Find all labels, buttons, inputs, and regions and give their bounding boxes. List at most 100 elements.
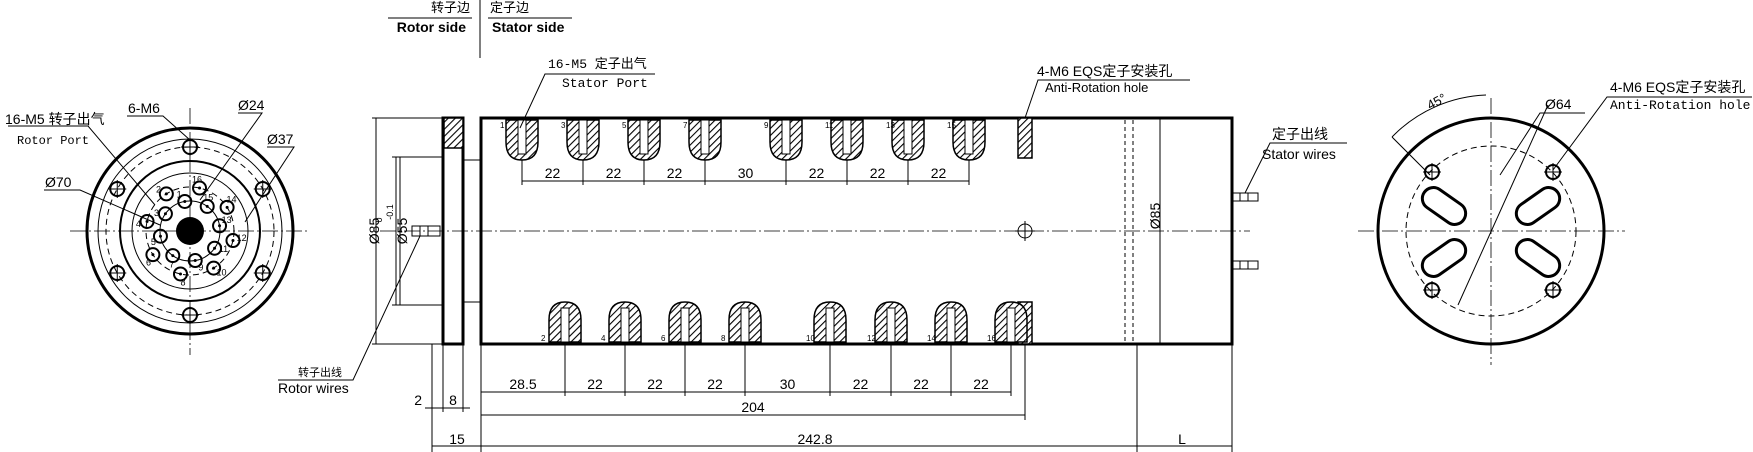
bolt-hole bbox=[181, 138, 199, 156]
stator-port-number: 8 bbox=[721, 334, 726, 343]
bolt-hole bbox=[253, 264, 272, 282]
right-anti-rotation-en: Anti-Rotation hole bbox=[1610, 98, 1750, 113]
rotor-port-number: 16 bbox=[192, 174, 202, 184]
stator-port bbox=[728, 301, 762, 343]
rotor-port-hole: 6 bbox=[145, 247, 161, 268]
kidney-slot bbox=[1420, 238, 1468, 278]
rotor-port-cn: 16-M5 转子出气 bbox=[5, 111, 105, 127]
dia-70-label: Ø70 bbox=[45, 174, 72, 190]
rotor-port-hole: 16 bbox=[192, 174, 208, 196]
rotor-port-hole: 10 bbox=[206, 260, 227, 277]
stator-port bbox=[627, 119, 661, 161]
stator-port bbox=[994, 301, 1028, 343]
bottom-spacing-label: 22 bbox=[587, 376, 603, 392]
stator-side-cn: 定子边 bbox=[490, 0, 529, 15]
rotor-port-hole: 5 bbox=[151, 228, 168, 247]
rotor-port-number: 4 bbox=[136, 219, 141, 229]
stator-port-number: 9 bbox=[764, 121, 769, 130]
rotor-port-number: 10 bbox=[217, 267, 227, 277]
rotor-port-number: 5 bbox=[151, 237, 156, 247]
center-bore bbox=[176, 217, 204, 245]
rotor-port-number: 12 bbox=[237, 233, 247, 243]
bottom-spacing-label: 22 bbox=[647, 376, 663, 392]
top-spacing-label: 22 bbox=[931, 165, 947, 181]
dia-55-tol-upper: 0 bbox=[374, 217, 384, 222]
kidney-slot bbox=[1514, 238, 1562, 278]
anti-rotation-en: Anti-Rotation hole bbox=[1045, 80, 1148, 95]
rotor-port-number: 3 bbox=[154, 208, 159, 218]
stator-port-number: 12 bbox=[867, 334, 876, 343]
top-spacing-label: 22 bbox=[545, 165, 561, 181]
stator-wires-cn: 定子出线 bbox=[1272, 126, 1328, 142]
dim-8: 8 bbox=[449, 392, 457, 408]
kidney-slot bbox=[1420, 186, 1468, 226]
bottom-spacing-label: 28.5 bbox=[509, 376, 536, 392]
rotor-port-hole: 8 bbox=[172, 266, 188, 288]
top-spacing-label: 22 bbox=[870, 165, 886, 181]
dia-64-label: Ø64 bbox=[1545, 96, 1572, 112]
dim-15: 15 bbox=[449, 431, 465, 447]
stator-port-en: Stator Port bbox=[562, 76, 648, 91]
anti-rotation-hole bbox=[1544, 163, 1562, 181]
rotor-port-number: 2 bbox=[156, 185, 161, 195]
stator-port-number: 3 bbox=[561, 121, 566, 130]
anti-rotation-cn: 4-M6 EQS定子安装孔 bbox=[1037, 63, 1172, 79]
bottom-spacing-label: 22 bbox=[707, 376, 723, 392]
stator-port bbox=[688, 119, 722, 161]
rotor-port-hole: 14 bbox=[219, 194, 236, 215]
header-labels: 转子边 Rotor side 定子边 Stator side bbox=[388, 0, 572, 58]
stator-port bbox=[813, 301, 847, 343]
stator-port-number: 14 bbox=[927, 334, 936, 343]
dim-242-8: 242.8 bbox=[797, 431, 832, 447]
rotor-port-number: 1 bbox=[177, 189, 182, 199]
dia-37-label: Ø37 bbox=[267, 131, 294, 147]
bottom-spacing-label: 22 bbox=[853, 376, 869, 392]
top-spacing-label: 22 bbox=[606, 165, 622, 181]
right-body-circle bbox=[1376, 116, 1606, 346]
rotor-port-number: 13 bbox=[222, 215, 232, 225]
rotor-port-hole: 11 bbox=[207, 240, 228, 256]
top-spacing-label: 22 bbox=[667, 165, 683, 181]
rotor-port-hole: 13 bbox=[212, 215, 232, 234]
right-end-view: 45° Ø64 4-M6 EQS定子安装孔 Anti-Rotation hole bbox=[1358, 79, 1752, 365]
dim-L: L bbox=[1178, 431, 1186, 447]
stator-port bbox=[505, 119, 539, 161]
dia-55: Ø55 bbox=[394, 218, 410, 245]
right-slots bbox=[1420, 186, 1562, 278]
stator-port bbox=[891, 119, 925, 161]
rotor-port-number: 14 bbox=[226, 194, 236, 204]
stator-wires-en: Stator wires bbox=[1262, 146, 1336, 162]
anti-rotation-hole bbox=[1423, 281, 1441, 299]
stator-port-number: 6 bbox=[661, 334, 666, 343]
rotor-port-hole: 4 bbox=[136, 213, 155, 229]
stator-port bbox=[934, 301, 968, 343]
rotor-port-hole: 2 bbox=[156, 185, 174, 202]
bolt-label: 6-M6 bbox=[128, 100, 160, 116]
stator-port bbox=[952, 119, 986, 161]
stator-port bbox=[608, 301, 642, 343]
rotor-port-number: 9 bbox=[198, 263, 203, 273]
stator-side-en: Stator side bbox=[492, 19, 565, 35]
bottom-spacing-label: 30 bbox=[780, 376, 796, 392]
stator-port-number: 1 bbox=[500, 121, 505, 130]
stator-port-number: 2 bbox=[541, 334, 546, 343]
stator-port-number: 4 bbox=[601, 334, 606, 343]
rotor-port-hole: 1 bbox=[177, 189, 193, 209]
top-spacing-label: 30 bbox=[738, 165, 754, 181]
rotor-port-hole: 7 bbox=[165, 248, 181, 270]
bolt-hole bbox=[108, 264, 127, 282]
rotor-wires-en: Rotor wires bbox=[278, 380, 349, 396]
rotor-port-number: 6 bbox=[146, 258, 151, 268]
stator-port-cn: 16-M5 定子出气 bbox=[548, 56, 647, 72]
kidney-slot bbox=[1514, 186, 1562, 226]
stator-port-number: 10 bbox=[806, 334, 815, 343]
stator-port-number: 11 bbox=[825, 121, 834, 130]
bolt-hole bbox=[181, 306, 199, 324]
rotor-port-hole: 3 bbox=[154, 206, 173, 222]
stator-port bbox=[566, 119, 600, 161]
